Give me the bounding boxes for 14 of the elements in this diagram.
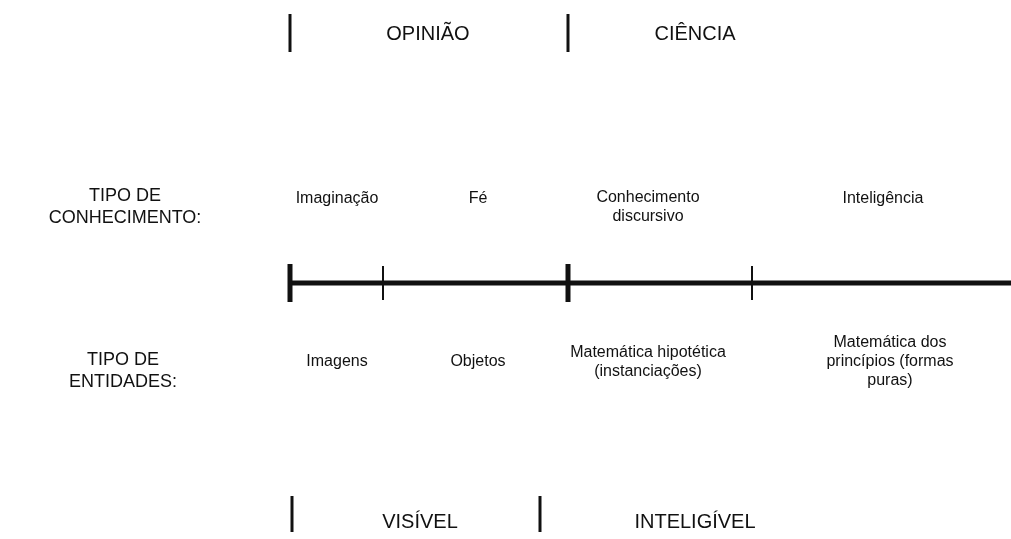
category-label: Imagens	[305, 351, 369, 371]
category-label: Inteligência	[841, 188, 925, 208]
section-heading: INTELIGÍVEL	[633, 509, 757, 533]
section-heading: CIÊNCIA	[653, 21, 737, 45]
row-heading: TIPO DE CONHECIMENTO:	[47, 185, 203, 229]
section-heading: VISÍVEL	[381, 509, 459, 533]
category-label: Matemática dos princípios (formas puras)	[825, 332, 955, 390]
category-label: Conhecimento discursivo	[595, 186, 701, 226]
category-label: Imaginação	[294, 188, 380, 208]
category-label: Fé	[467, 188, 489, 208]
category-label: Matemática hipotética (instanciações)	[569, 341, 727, 381]
category-label: Objetos	[449, 351, 507, 371]
row-heading: TIPO DE ENTIDADES:	[68, 349, 178, 393]
section-heading: OPINIÃO	[385, 21, 471, 45]
